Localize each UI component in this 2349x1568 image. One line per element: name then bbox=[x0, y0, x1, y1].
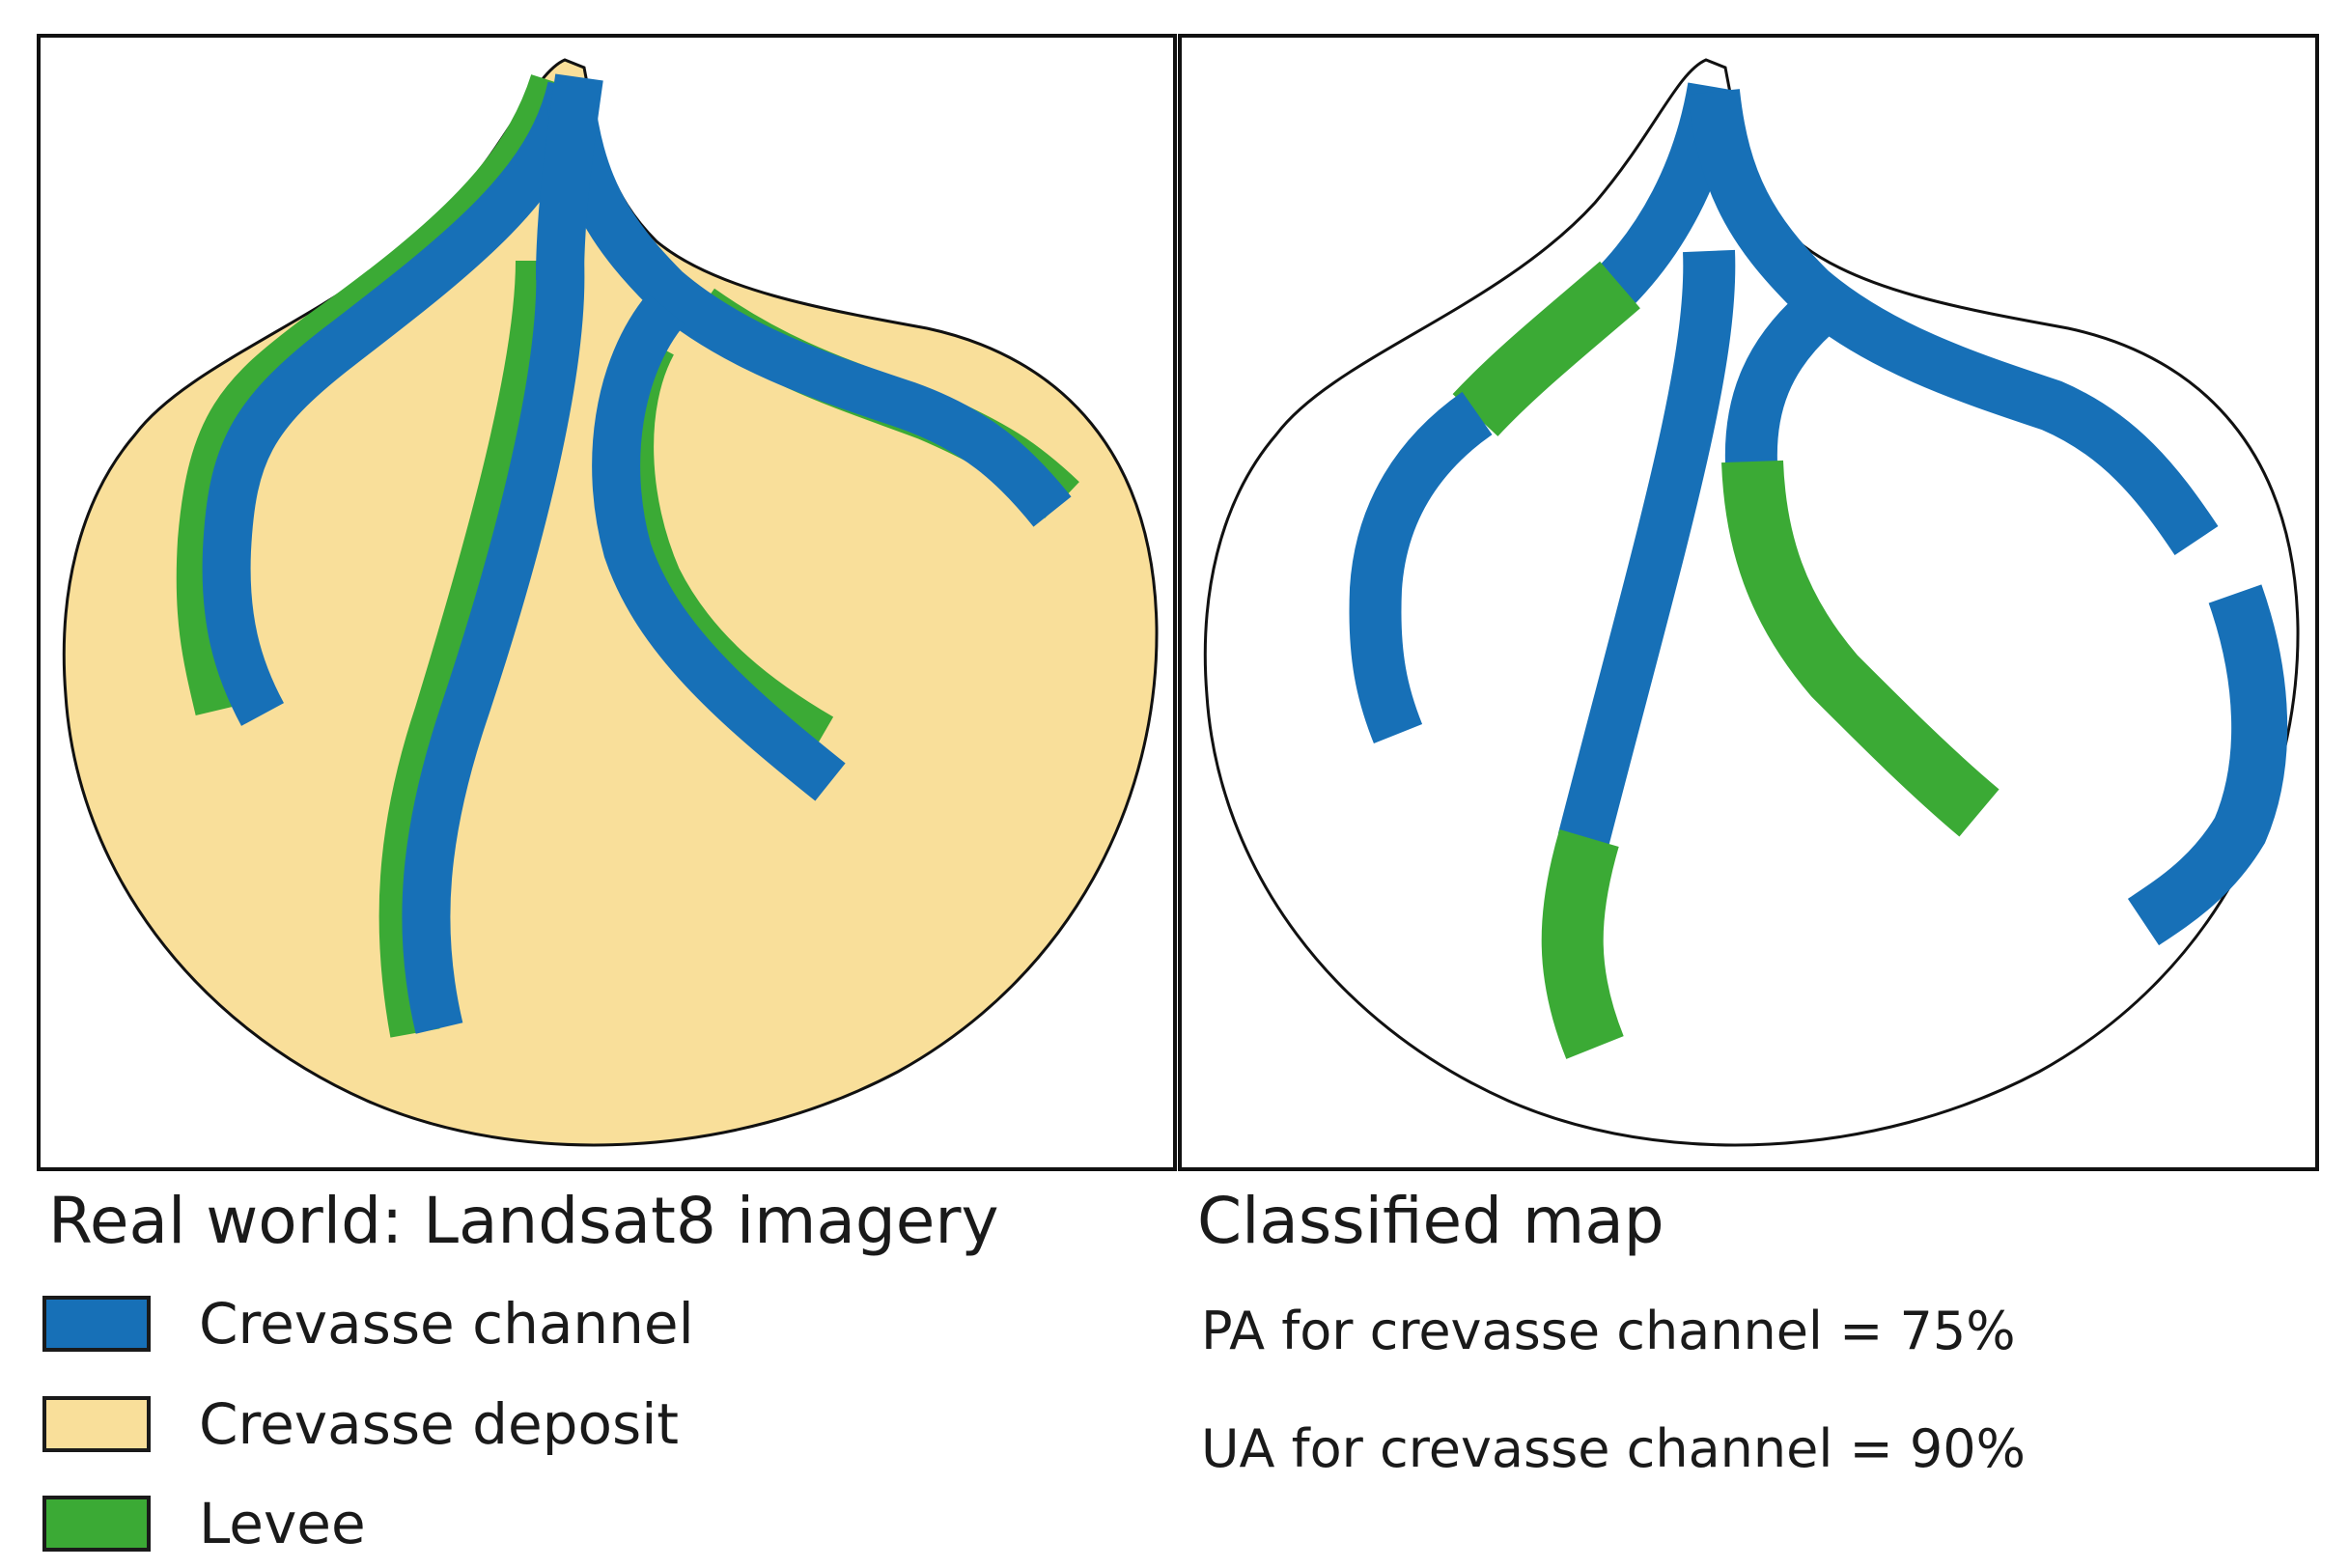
legend-swatch-deposit bbox=[42, 1396, 151, 1452]
classified-inner-levee-misclass bbox=[1721, 460, 1999, 837]
classified-west-channel-lower bbox=[1349, 391, 1493, 744]
legend-label-levee: Levee bbox=[199, 1491, 366, 1556]
classified-central-channel bbox=[1557, 249, 1736, 847]
channel-apex-left bbox=[536, 73, 603, 281]
legend-swatch-levee bbox=[42, 1496, 151, 1552]
legend-label-channel: Crevasse channel bbox=[199, 1291, 694, 1357]
classified-east-channel bbox=[1688, 89, 2219, 555]
legend-item-levee: Levee bbox=[42, 1490, 366, 1557]
legend-label-deposit: Crevasse deposit bbox=[199, 1391, 680, 1457]
user-accuracy-stat: UA for crevasse channel = 90% bbox=[1201, 1418, 2026, 1479]
legend-item-deposit: Crevasse deposit bbox=[42, 1390, 679, 1458]
legend-swatch-channel bbox=[42, 1296, 151, 1352]
classified-false-channel-fragment bbox=[2127, 584, 2288, 946]
right-panel-diagram bbox=[1203, 58, 2300, 1147]
channel-trunk-east bbox=[545, 89, 1072, 527]
classified-west-levee-misclass bbox=[1452, 261, 1640, 436]
classified-inner-channel bbox=[1724, 294, 1833, 464]
right-panel-title: Classified map bbox=[1197, 1184, 1664, 1258]
left-panel-title: Real world: Landsat8 imagery bbox=[48, 1184, 999, 1258]
legend-item-channel: Crevasse channel bbox=[42, 1290, 694, 1358]
producer-accuracy-stat: PA for crevasse channel = 75% bbox=[1201, 1301, 2016, 1361]
channel-inner-branch bbox=[592, 294, 846, 801]
classified-central-levee-misclass bbox=[1541, 829, 1624, 1059]
left-panel-diagram bbox=[62, 58, 1159, 1147]
channel-central-branch bbox=[402, 259, 585, 1034]
channel-west-branch bbox=[202, 81, 596, 726]
